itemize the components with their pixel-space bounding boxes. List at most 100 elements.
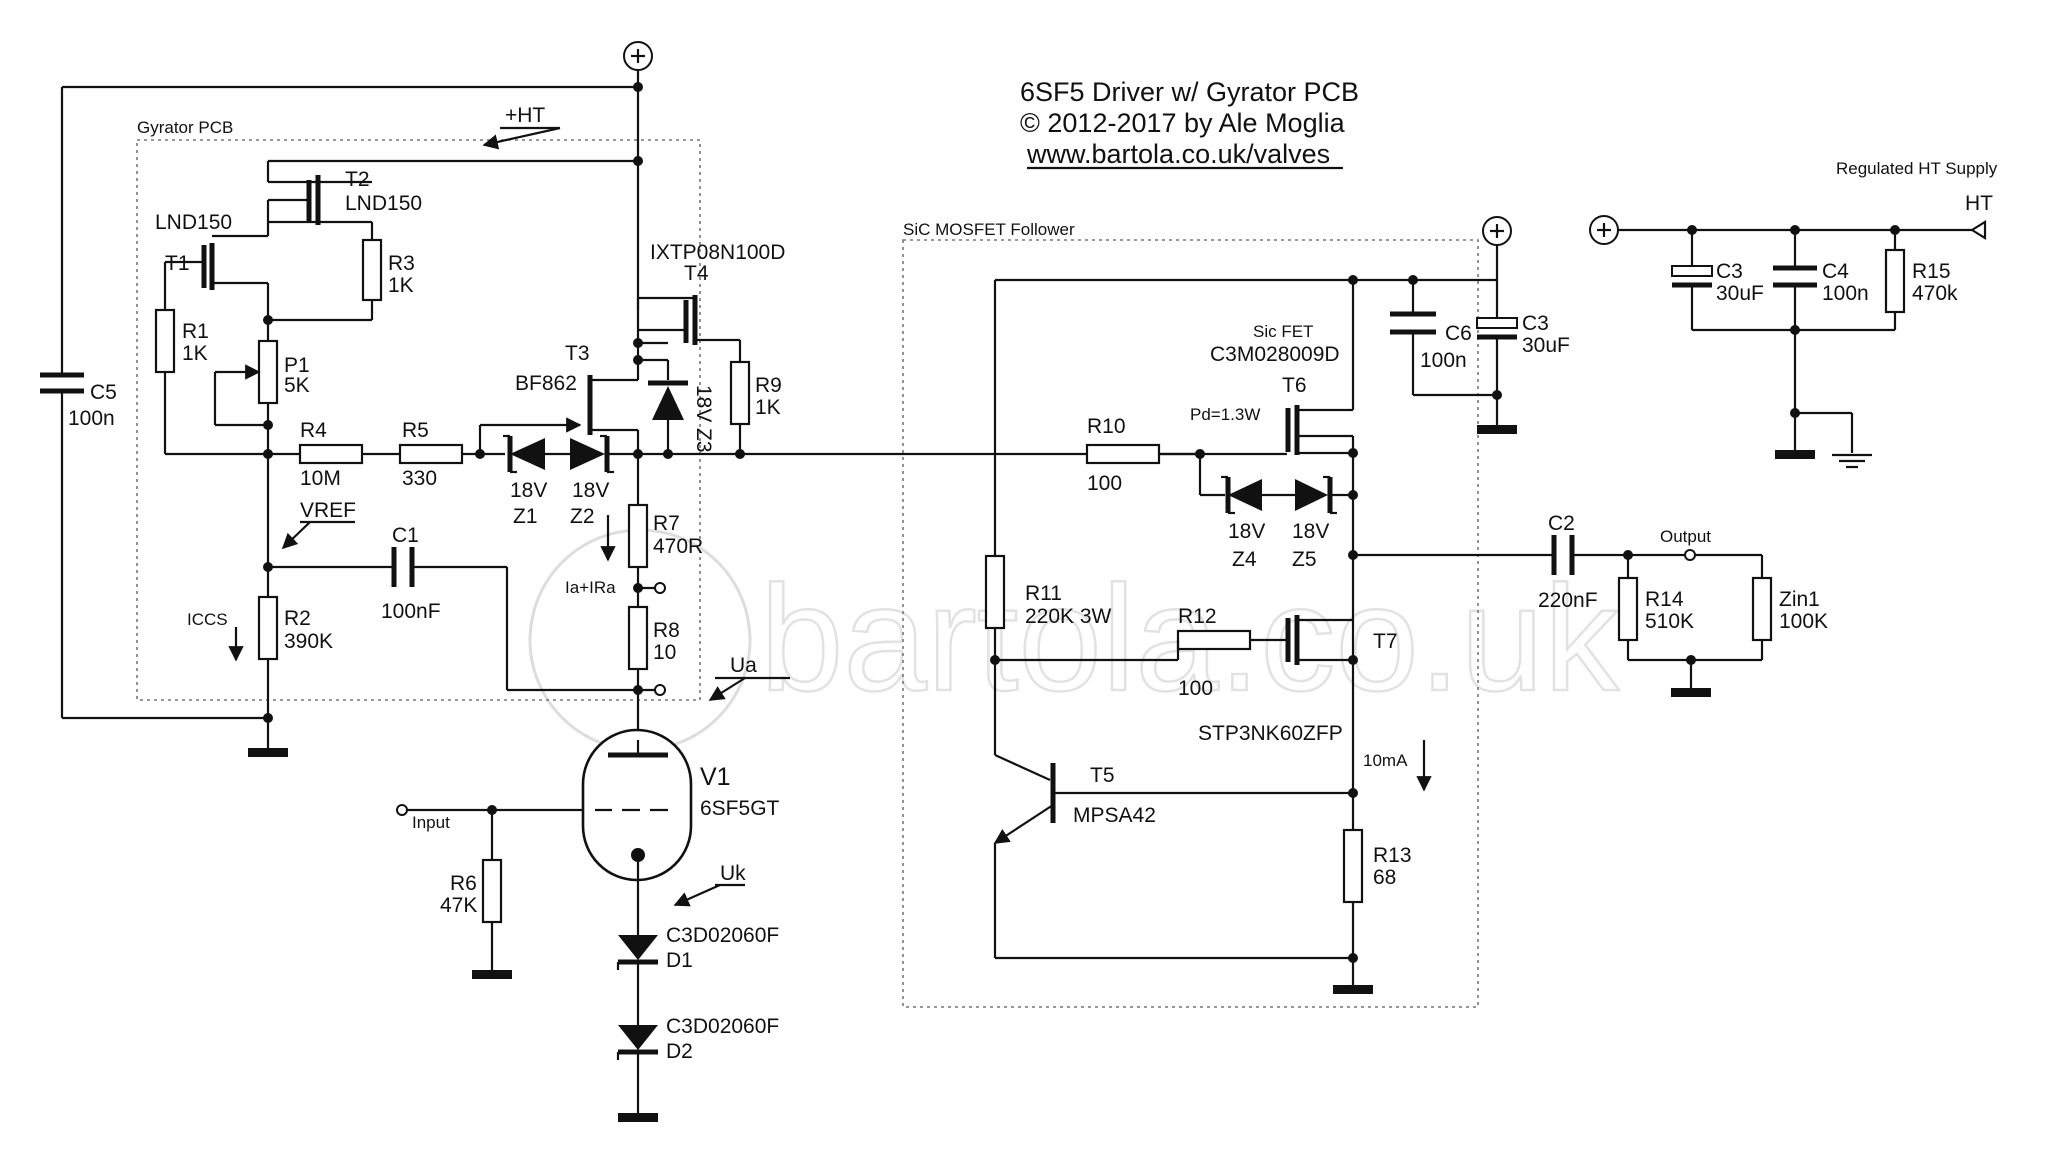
label-components-r8-ref: R8 xyxy=(653,619,680,642)
label-components-z3-ref: Z3 xyxy=(692,428,715,453)
label-components-p1-value: 5K xyxy=(284,374,310,397)
label-components-z5-ref: Z5 xyxy=(1292,548,1317,571)
label-components-r2-ref: R2 xyxy=(284,607,311,630)
watermark: bartola.co.uk xyxy=(528,528,1621,752)
label-components-r5-ref: R5 xyxy=(402,419,429,442)
label-components-r6-value: 47K xyxy=(440,894,477,917)
label-components-t1-ref: T1 xyxy=(165,252,190,275)
label-components-z2-value: 18V xyxy=(572,479,609,502)
label-components-zin1-value: 100K xyxy=(1779,610,1828,633)
label-components-r7-value: 470R xyxy=(653,535,703,558)
label-components-z1-ref: Z1 xyxy=(513,505,538,528)
potentiometer-p1 xyxy=(257,339,279,405)
label-components-c2-value: 220nF xyxy=(1538,589,1598,612)
gyrator-pcb-box xyxy=(136,139,701,701)
label-components-z4-ref: Z4 xyxy=(1232,548,1257,571)
title-url: www.bartola.co.uk/valves xyxy=(1026,139,1330,169)
sic-follower-label: SiC MOSFET Follower xyxy=(903,220,1075,239)
gyrator-pcb-label: Gyrator PCB xyxy=(137,118,233,137)
label-components-d1-ref: D1 xyxy=(666,949,693,972)
label-nets-ht_arrow: +HT xyxy=(505,104,545,127)
resistor-r2 xyxy=(257,595,279,661)
label-components-c3b-ref: C3 xyxy=(1716,260,1743,283)
title-block: 6SF5 Driver w/ Gyrator PCB © 2012-2017 b… xyxy=(1020,77,1359,170)
label-nets-iccs: ICCS xyxy=(187,610,228,629)
label-components-c6-ref: C6 xyxy=(1445,322,1472,345)
label-components-r10-ref: R10 xyxy=(1087,415,1126,438)
label-nets-input: Input xyxy=(412,813,450,832)
label-components-r15-ref: R15 xyxy=(1912,260,1951,283)
label-components-t2-value: LND150 xyxy=(345,192,422,215)
label-components-r14-value: 510K xyxy=(1645,610,1694,633)
resistor-r8 xyxy=(627,605,649,671)
label-nets-pd: Pd=1.3W xyxy=(1190,405,1260,424)
label-nets-ua: Ua xyxy=(730,654,757,677)
label-components-z1-value: 18V xyxy=(510,479,547,502)
label-components-c4-value: 100n xyxy=(1822,282,1869,305)
label-components-z2-ref: Z2 xyxy=(570,505,595,528)
label-components-t5-value: MPSA42 xyxy=(1073,804,1156,827)
label-components-r10-value: 100 xyxy=(1087,472,1122,495)
label-components-r9-ref: R9 xyxy=(755,374,782,397)
label-components-t5-ref: T5 xyxy=(1090,764,1115,787)
label-components-c3a-value: 30uF xyxy=(1522,334,1570,357)
label-components-t3-value: BF862 xyxy=(515,372,577,395)
resistor-r5 xyxy=(398,443,464,465)
label-components-t6-value: C3M028009D xyxy=(1210,343,1340,366)
label-components-r6-ref: R6 xyxy=(450,872,477,895)
label-components-r14-ref: R14 xyxy=(1645,588,1684,611)
resistor-r7 xyxy=(627,503,649,569)
supply-label: Regulated HT Supply xyxy=(1836,159,1998,178)
label-components-r1-ref: R1 xyxy=(182,320,209,343)
label-components-r15-value: 470k xyxy=(1912,282,1958,305)
label-components-r11-ref: R11 xyxy=(1025,582,1062,605)
label-components-c1-value: 100nF xyxy=(381,600,441,623)
label-components-c5-value: 100n xyxy=(68,407,115,430)
resistor-r6 xyxy=(481,858,503,924)
label-components-t6-ref: T6 xyxy=(1282,374,1307,397)
title-line-2: © 2012-2017 by Ale Moglia xyxy=(1020,108,1346,138)
resistor-r9 xyxy=(729,360,751,426)
label-components-v1-value: 6SF5GT xyxy=(700,797,780,820)
resistor-r3 xyxy=(361,238,383,302)
resistor-r4 xyxy=(298,443,364,465)
label-nets-ima: 10mA xyxy=(1363,751,1408,770)
label-components-t4-value: IXTP08N100D xyxy=(650,241,785,264)
label-components-r3-value: 1K xyxy=(388,274,414,297)
label-components-r1-value: 1K xyxy=(182,342,208,365)
ground-symbol xyxy=(248,748,288,757)
sic-follower-box xyxy=(902,239,1479,1008)
label-nets-uk: Uk xyxy=(720,862,746,885)
resistor-r12 xyxy=(1176,629,1252,651)
label-components-z5-value: 18V xyxy=(1292,520,1329,543)
resistor-zin1 xyxy=(1751,576,1773,642)
label-components-r7-ref: R7 xyxy=(653,512,680,535)
label-components-d1-value: C3D02060F xyxy=(666,924,779,947)
label-components-r12-ref: R12 xyxy=(1178,605,1217,628)
label-components-r12-value: 100 xyxy=(1178,677,1213,700)
title-line-1: 6SF5 Driver w/ Gyrator PCB xyxy=(1020,77,1359,107)
label-nets-vref: VREF xyxy=(300,499,356,522)
label-components-c6-value: 100n xyxy=(1420,349,1467,372)
gyrator-section: +HT C5 100n T2 LND150 R3 1K xyxy=(40,41,1090,757)
label-components-c2-ref: C2 xyxy=(1548,512,1575,535)
label-components-c3a-ref: C3 xyxy=(1522,312,1549,335)
label-components-c5-ref: C5 xyxy=(90,381,117,404)
resistor-r14 xyxy=(1617,576,1639,642)
label-components-t1-value: LND150 xyxy=(155,211,232,234)
label-components-r3-ref: R3 xyxy=(388,252,415,275)
label-nets-output: Output xyxy=(1660,527,1711,546)
resistor-r1 xyxy=(154,308,176,374)
label-components-v1-ref: V1 xyxy=(700,763,731,791)
label-components-c3b-value: 30uF xyxy=(1716,282,1764,305)
resistor-r13 xyxy=(1342,828,1364,904)
resistor-r10 xyxy=(1085,443,1161,465)
label-components-t4-ref: T4 xyxy=(684,262,709,285)
label-components-t2-ref: T2 xyxy=(345,168,370,191)
label-components-t7-ref: T7 xyxy=(1373,630,1398,653)
label-components-r9-value: 1K xyxy=(755,396,781,419)
label-components-zin1-ref: Zin1 xyxy=(1779,588,1820,611)
label-components-r2-value: 390K xyxy=(284,630,333,653)
output-section: Output R14 510K Zin1 100K xyxy=(1617,527,1828,697)
label-components-r8-value: 10 xyxy=(653,641,676,664)
